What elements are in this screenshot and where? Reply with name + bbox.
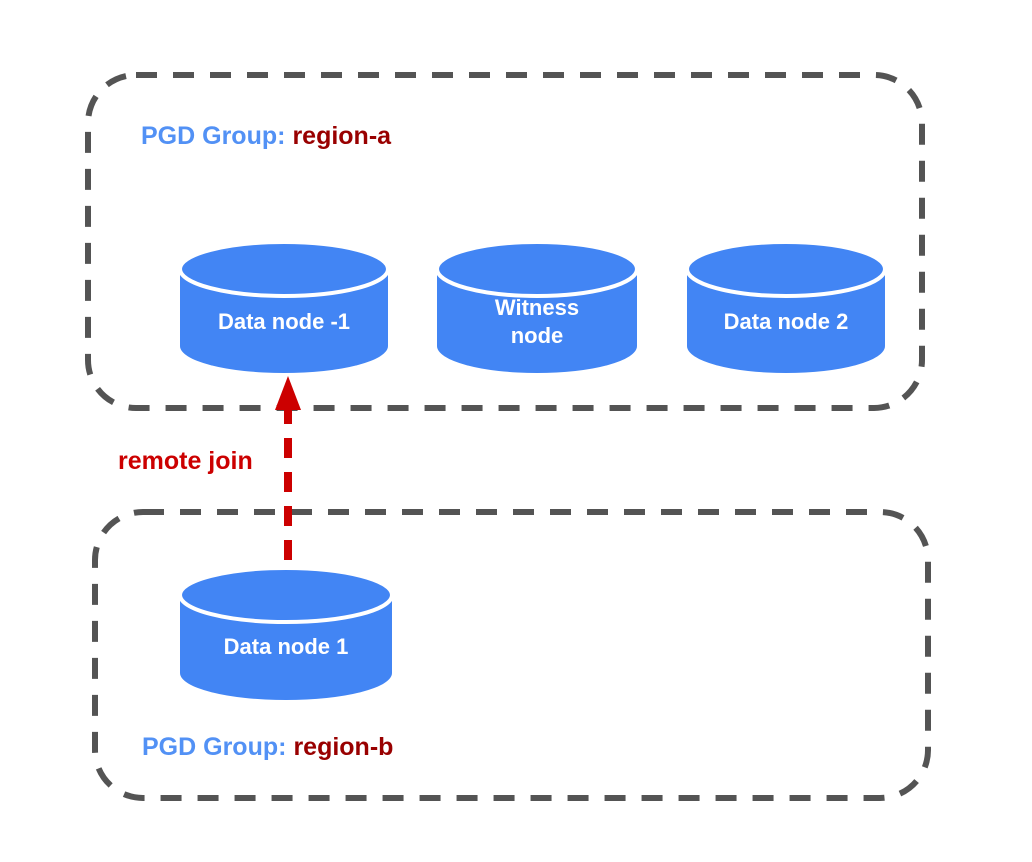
group-region-name: region-b (293, 733, 394, 761)
group-label-region-b: PGD Group:region-b (142, 733, 393, 762)
remote-join-label: remote join (118, 447, 253, 475)
cylinder-body (687, 269, 885, 373)
group-label-prefix: PGD Group: (141, 122, 286, 150)
cylinder-body (180, 269, 388, 373)
group-box-region-a (85, 72, 925, 411)
node-label-data-node-minus-1: Data node -1 (217, 309, 351, 334)
node-label-data-node-2: Data node 2 (723, 309, 849, 334)
remote-join-arrowhead-icon (275, 376, 301, 410)
cylinder-top (178, 566, 394, 624)
db-cylinder-data-node-1 (178, 566, 394, 700)
remote-join-arrow (275, 376, 301, 560)
node-label-data-node-1: Data node 1 (223, 634, 349, 659)
db-cylinder-witness-node (435, 240, 639, 373)
group-label-region-a: PGD Group:region-a (141, 122, 391, 151)
group-box-region-b (92, 509, 931, 801)
group-region-name: region-a (292, 122, 392, 150)
db-cylinder-data-node-minus-1 (178, 240, 390, 373)
cylinder-top (435, 240, 639, 298)
cylinder-body (180, 595, 392, 700)
cylinder-top (178, 240, 390, 298)
node-label-witness-node: Witness node (494, 295, 580, 348)
db-cylinder-data-node-2 (685, 240, 887, 373)
cylinder-top (685, 240, 887, 298)
group-label-prefix: PGD Group: (142, 733, 287, 761)
cylinder-body (437, 269, 637, 373)
